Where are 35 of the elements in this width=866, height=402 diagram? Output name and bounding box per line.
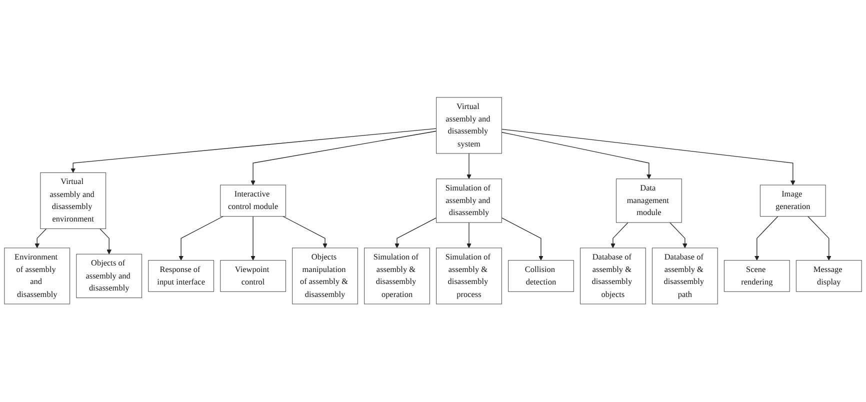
- arrow: [394, 218, 437, 248]
- node-box: Image generation: [760, 185, 826, 217]
- node-box: Interactive control module: [220, 185, 286, 217]
- arrow: [178, 216, 224, 261]
- arrow: [100, 228, 112, 255]
- arrow: [466, 222, 472, 248]
- arrow: [250, 216, 256, 261]
- arrow: [34, 228, 47, 248]
- arrow: [501, 218, 544, 261]
- node-box: Viewpoint control: [220, 260, 286, 292]
- node-box: Response of input interface: [148, 260, 214, 292]
- node-box: Collision detection: [508, 260, 574, 292]
- node-box: Virtual assembly and disassembly system: [436, 97, 502, 154]
- node-box: Simulation of assembly & disassembly operation: [364, 248, 430, 305]
- arrow: [466, 153, 472, 180]
- arrow: [754, 216, 778, 261]
- node-box: Objects manipulation of assembly & disassembly: [292, 248, 358, 305]
- arrow: [250, 131, 437, 186]
- node-box: Data management module: [616, 178, 682, 224]
- arrow: [282, 216, 328, 248]
- arrow: [501, 132, 652, 180]
- arrow: [610, 222, 628, 248]
- node-box: Database of assembly & disassembly path: [652, 248, 718, 305]
- node-box: Objects of assembly and disassembly: [76, 254, 142, 298]
- node-box: Message display: [796, 260, 862, 292]
- node-box: Environment of assembly and disassembly: [4, 248, 70, 305]
- node-box: Scene rendering: [724, 260, 790, 292]
- node-box: Database of assembly & disassembly objects: [580, 248, 646, 305]
- arrow: [808, 216, 832, 261]
- node-box: Virtual assembly and disassembly environment: [40, 172, 106, 230]
- node-box: Simulation of assembly and disassembly: [436, 178, 502, 224]
- arrow: [70, 128, 437, 174]
- node-box: Simulation of assembly & disassembly process: [436, 248, 502, 305]
- arrow: [501, 129, 796, 186]
- arrow: [670, 222, 688, 248]
